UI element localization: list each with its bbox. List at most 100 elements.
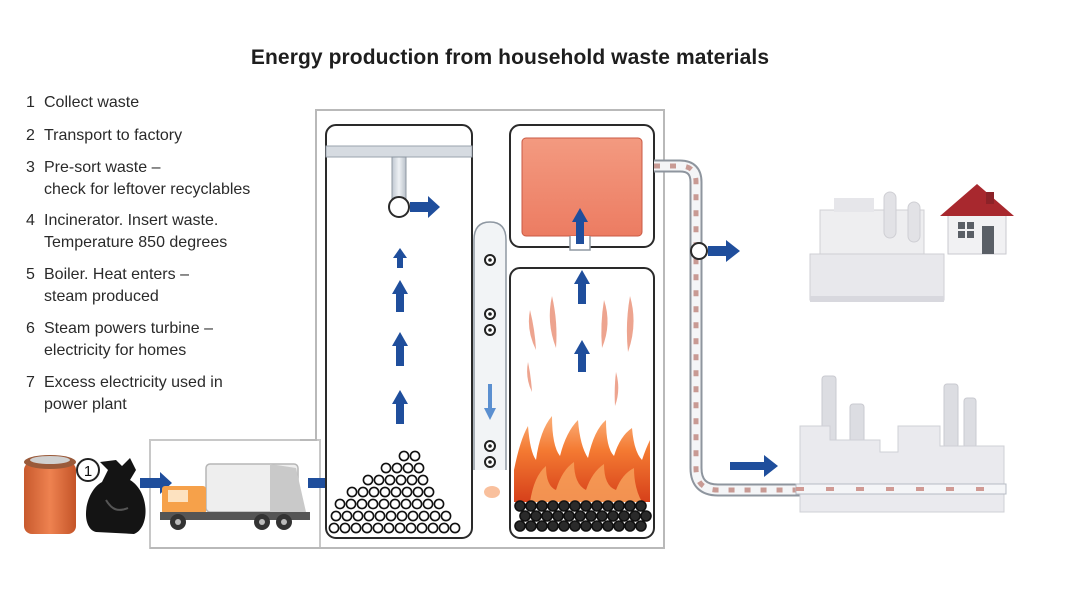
- conveyor-base: [149, 109, 665, 549]
- pebble: [624, 520, 636, 532]
- pebble: [574, 510, 586, 522]
- flow-arrow: [574, 340, 590, 372]
- pebble: [613, 520, 625, 532]
- step-text: Boiler. Heat enters –: [44, 266, 189, 283]
- pebble: [356, 498, 368, 510]
- pebble: [334, 498, 346, 510]
- fire-icon: [514, 416, 650, 502]
- flow-arrow: [572, 208, 588, 244]
- pebble: [607, 510, 619, 522]
- pebble: [541, 510, 553, 522]
- flow-arrow: [410, 196, 440, 218]
- pebble: [389, 498, 401, 510]
- flow-arrow: [730, 455, 778, 477]
- diagram-title: Energy production from household waste m…: [250, 46, 770, 69]
- step-text: electricity for homes: [44, 342, 187, 359]
- pebble: [362, 474, 374, 486]
- step-number: 3: [26, 159, 35, 176]
- step-text: Excess electricity used in: [44, 374, 223, 391]
- conveyor-belt: [473, 221, 507, 498]
- step-text: Pre-sort waste –: [44, 159, 161, 176]
- pebble: [406, 474, 418, 486]
- pebble: [629, 510, 641, 522]
- garbage-bag-icon: [85, 458, 146, 534]
- pebble: [429, 510, 441, 522]
- pebble: [602, 500, 614, 512]
- flow-arrow: [708, 240, 740, 262]
- flow-arrow: [574, 270, 590, 304]
- step-number: 5: [26, 266, 35, 283]
- pebble: [363, 510, 375, 522]
- step-number: 2: [26, 127, 35, 144]
- step-text: steam produced: [44, 288, 159, 305]
- pebble: [373, 474, 385, 486]
- pebble: [514, 500, 526, 512]
- step-text: Transport to factory: [44, 127, 183, 144]
- pebble: [350, 522, 362, 534]
- flow-arrow: [393, 248, 407, 268]
- step-text: Steam powers turbine –: [44, 320, 213, 337]
- step-badge-1: 1: [76, 458, 100, 482]
- pebble: [400, 498, 412, 510]
- bin-icon: [24, 455, 76, 534]
- sorting-chamber: [325, 124, 473, 539]
- pebble: [580, 520, 592, 532]
- step-text: Incinerator. Insert waste.: [44, 212, 219, 229]
- pebble: [591, 500, 603, 512]
- step-number: 4: [26, 212, 35, 229]
- power-plant-icon: [795, 375, 1007, 513]
- step-number: 1: [26, 94, 35, 111]
- pebble: [536, 500, 548, 512]
- pebble: [417, 474, 429, 486]
- step-text: power plant: [44, 396, 127, 413]
- pebble: [379, 486, 391, 498]
- pebble: [569, 500, 581, 512]
- pebble: [449, 522, 461, 534]
- pebble: [413, 462, 425, 474]
- pebble: [405, 522, 417, 534]
- pebble: [640, 510, 652, 522]
- pebble: [384, 474, 396, 486]
- pebble: [380, 462, 392, 474]
- pebble: [514, 520, 526, 532]
- pebble: [357, 486, 369, 498]
- pebble: [407, 510, 419, 522]
- incinerator: [509, 267, 655, 539]
- pebble: [396, 510, 408, 522]
- pebble: [563, 510, 575, 522]
- pebble: [440, 510, 452, 522]
- pebble: [519, 510, 531, 522]
- badge-number: 1: [84, 463, 92, 480]
- pebble: [411, 498, 423, 510]
- pebble: [367, 498, 379, 510]
- pebble: [398, 450, 410, 462]
- pebble: [585, 510, 597, 522]
- pebble: [401, 486, 413, 498]
- pebble: [345, 498, 357, 510]
- pebble: [635, 500, 647, 512]
- pebble: [547, 500, 559, 512]
- turbine-building: [809, 191, 945, 302]
- pebble: [378, 498, 390, 510]
- step-number: 7: [26, 374, 35, 391]
- boiler: [509, 124, 655, 251]
- pebble: [525, 500, 537, 512]
- pebble: [530, 510, 542, 522]
- pebble: [422, 498, 434, 510]
- pebble: [624, 500, 636, 512]
- pebble: [591, 520, 603, 532]
- heat-streaks: [527, 296, 634, 406]
- pebble: [418, 510, 430, 522]
- pebble: [547, 520, 559, 532]
- pebble: [395, 474, 407, 486]
- pebble: [558, 500, 570, 512]
- pebble: [402, 462, 414, 474]
- pebble: [328, 522, 340, 534]
- pebble: [569, 520, 581, 532]
- pebble: [330, 510, 342, 522]
- pebble: [427, 522, 439, 534]
- pebble: [394, 522, 406, 534]
- flow-arrow: [484, 384, 496, 420]
- waste-pile-icon: [328, 450, 461, 534]
